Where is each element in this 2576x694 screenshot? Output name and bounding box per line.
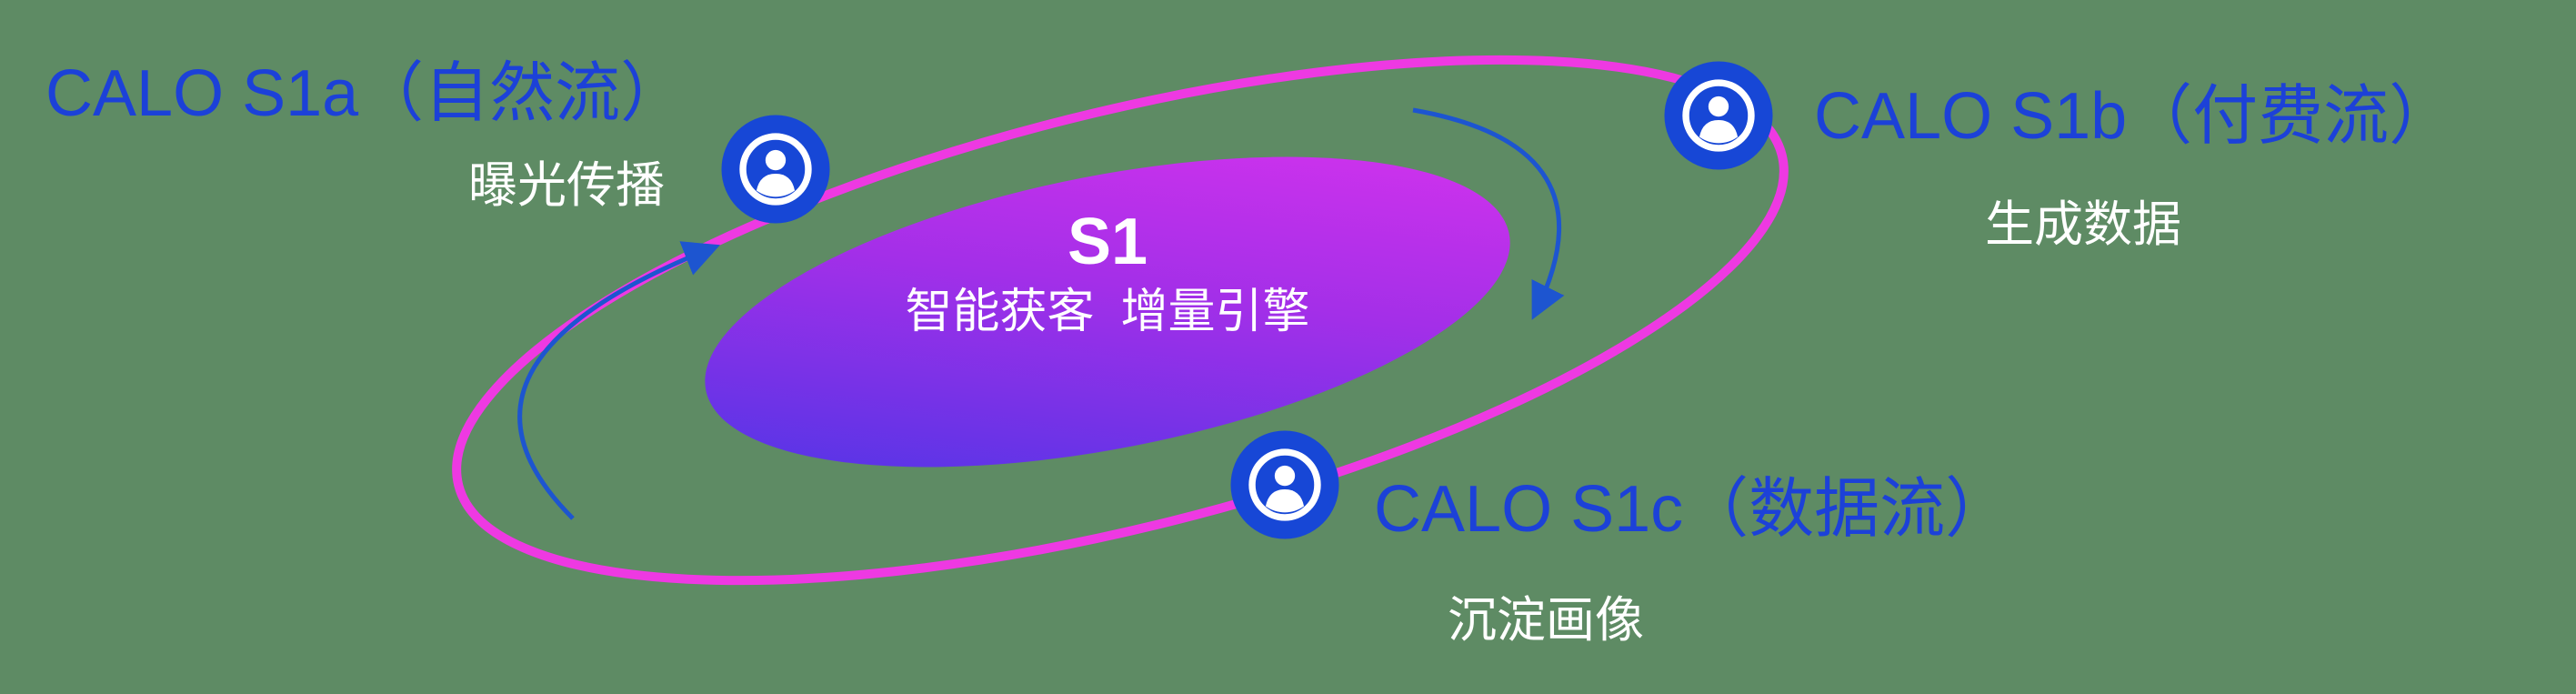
- label-s1c: CALO S1c（数据流）: [1374, 473, 2011, 546]
- sublabel-s1a: 曝光传播: [468, 158, 665, 213]
- flow-arrow-right: [1412, 107, 1565, 320]
- center-title: S1: [1067, 206, 1148, 278]
- label-s1b: CALO S1b（付费流）: [1814, 80, 2455, 153]
- sublabel-s1c: 沉淀画像: [1448, 593, 1644, 648]
- user-icon: [1230, 430, 1339, 539]
- user-icon: [1664, 61, 1773, 170]
- label-s1a: CALO S1a（自然流）: [45, 57, 687, 130]
- sublabel-s1b: 生成数据: [1985, 197, 2181, 252]
- node-s1c: [1228, 428, 1341, 541]
- center-subtitle: 智能获客 增量引擎: [905, 286, 1310, 338]
- user-icon: [721, 115, 830, 224]
- core-ellipse: [705, 156, 1510, 468]
- flow-arrow-left: [517, 241, 720, 520]
- node-s1a: [719, 113, 832, 226]
- node-s1b: [1662, 59, 1775, 172]
- orbit-ring: [452, 55, 1789, 586]
